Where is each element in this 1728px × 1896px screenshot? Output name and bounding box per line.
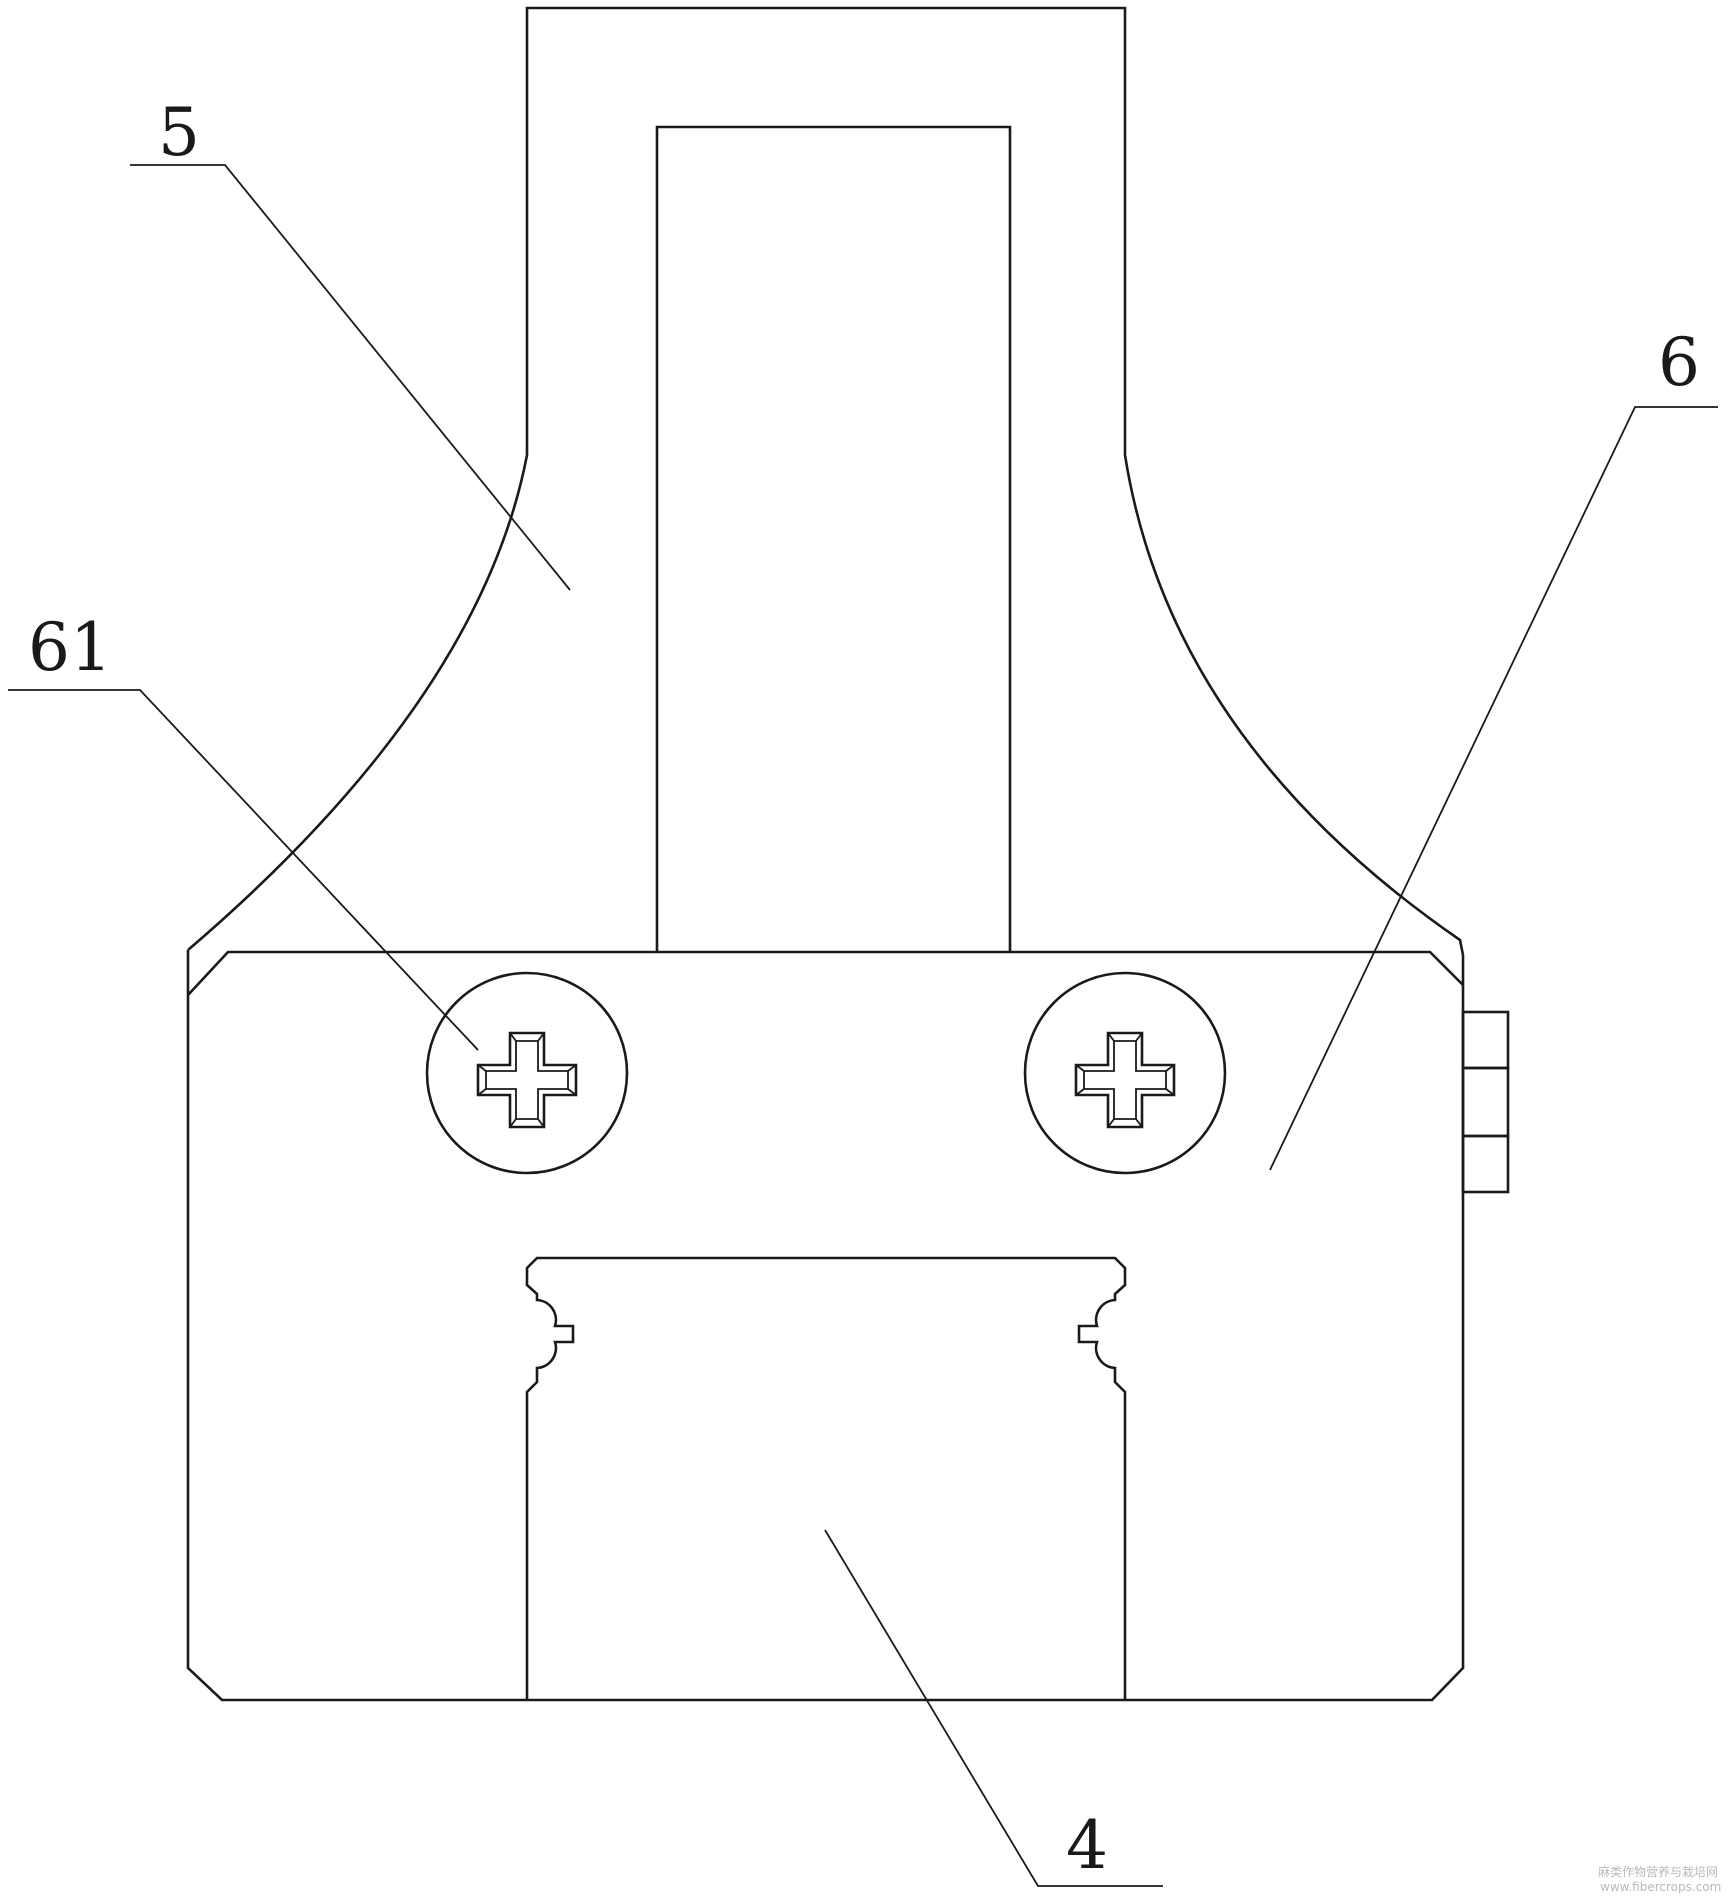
- part-6-block: [186, 955, 1465, 1702]
- screw-left: [425, 971, 629, 1175]
- screw-right: [1023, 971, 1227, 1175]
- side-tabs: [1461, 1010, 1510, 1194]
- callout-6: 6: [1658, 324, 1700, 401]
- part-5-outline: [186, 6, 1465, 980]
- callout-5: 5: [158, 94, 200, 171]
- callout-61: 61: [28, 609, 112, 686]
- watermark-line-2: www.fibercrops.com: [1600, 1880, 1721, 1894]
- callout-4: 4: [1066, 1807, 1108, 1884]
- block-top-edge: [187, 950, 1464, 996]
- part-4-rail: [525, 1256, 1127, 1700]
- leader-lines: [8, 164, 1718, 1887]
- stem-inner-rect: [655, 125, 1012, 952]
- watermark-line-1: 麻类作物营养与栽培网: [1598, 1864, 1718, 1879]
